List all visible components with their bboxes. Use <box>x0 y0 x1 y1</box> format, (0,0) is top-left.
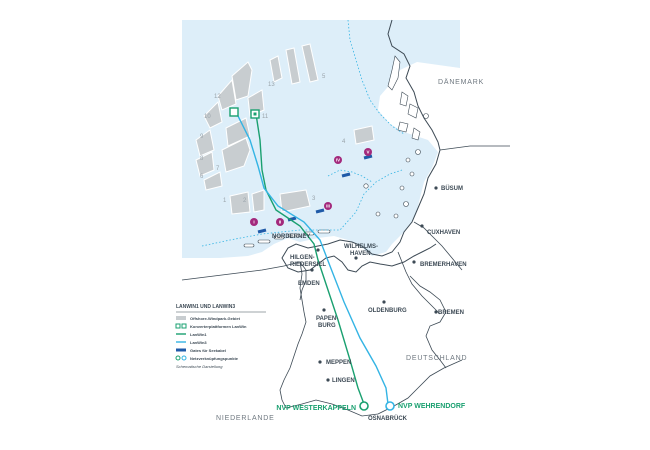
svg-text:III: III <box>326 204 330 209</box>
territorial-dotted <box>201 169 403 247</box>
marker-V <box>364 148 372 156</box>
north-frisian-islands <box>375 55 429 219</box>
cable-gates <box>257 154 373 234</box>
place-label: OLDENBURG <box>368 308 407 314</box>
legend: LANWIN1 UND LANWIN3 Offshore-Windpark-Ge… <box>175 304 266 369</box>
marker-III <box>324 202 332 210</box>
area-number: 5 <box>322 74 326 80</box>
place-label: NORDERNEY <box>272 234 310 240</box>
place-label: OSNABRÜCK <box>368 415 408 422</box>
country-label-netherlands: NIEDERLANDE <box>216 415 275 422</box>
denmark-border <box>439 145 510 151</box>
place-label: BREMEN <box>438 310 464 316</box>
area-number: 9 <box>200 134 204 140</box>
denmark-coast <box>387 19 441 151</box>
legend-label: LanWin1 <box>190 332 207 337</box>
marker-II <box>276 218 284 226</box>
place-label: WILHELMS- <box>344 244 378 250</box>
state-border <box>285 359 463 417</box>
offshore-areas <box>195 43 375 215</box>
converter-platform-lanwin3 <box>229 107 239 117</box>
place-labels: BÜSUM CUXHAVEN NORDERNEY HILGEN- RIEDERS… <box>272 185 467 422</box>
legend-label: Offshore-Windpark-Gebiet <box>190 316 241 321</box>
area-numbers: 1 2 3 4 5 6 7 8 9 10 11 12 13 <box>200 74 346 204</box>
lanwin3-cable <box>235 111 389 405</box>
legend-label: Konverterplattformen LanWin <box>190 324 247 329</box>
nvp-wehrendorf-label: NVP WEHRENDORF <box>398 403 466 410</box>
nvp-wehrendorf-ring <box>385 401 395 411</box>
area-number: 2 <box>243 198 247 204</box>
city-dots <box>310 186 438 382</box>
area-number: 8 <box>200 156 204 162</box>
place-label: HAVEN <box>350 251 371 257</box>
legend-label: Netzverknüpfungspunkte <box>190 356 239 361</box>
nvp-westerkappeln-label: NVP WESTERKAPPELN <box>276 405 356 412</box>
place-label: LINGEN <box>332 378 355 384</box>
country-label-germany: DEUTSCHLAND <box>406 355 467 362</box>
marker-I <box>250 218 258 226</box>
legend-note: Schematische Darstellung <box>176 364 223 369</box>
legend-label: LanWin3 <box>190 340 207 345</box>
area-number: 10 <box>204 114 211 120</box>
state-border-2 <box>409 275 447 369</box>
netherlands-coast <box>181 261 301 281</box>
area-number: 11 <box>262 114 269 120</box>
area-number: 7 <box>216 166 220 172</box>
legend-label: Gates für Seekabel <box>190 348 226 353</box>
sea-markers: I II III IV V <box>250 148 372 226</box>
lanwin1-cable <box>255 113 365 405</box>
area-number: 1 <box>223 198 227 204</box>
area-number: 6 <box>200 174 204 180</box>
ems-river <box>299 261 307 301</box>
converter-platforms <box>229 107 260 119</box>
place-label: HILGEN- <box>290 255 315 261</box>
svg-text:IV: IV <box>336 158 340 163</box>
svg-text:II: II <box>279 220 282 225</box>
svg-text:V: V <box>366 150 369 155</box>
legend-swatch-nvp <box>175 355 181 361</box>
german-coast <box>281 149 441 273</box>
place-label: BURG <box>318 323 336 329</box>
place-label: BREMERHAVEN <box>420 262 467 268</box>
legend-swatch-area <box>176 316 186 320</box>
place-label: PAPEN- <box>316 316 338 322</box>
legend-title: LANWIN1 UND LANWIN3 <box>176 304 235 310</box>
place-label: EMDEN <box>298 281 320 287</box>
area-number: 13 <box>268 82 275 88</box>
area-number: 4 <box>342 139 346 145</box>
weser-river <box>397 251 441 315</box>
svg-text:I: I <box>253 220 254 225</box>
helgoland-island <box>363 183 369 189</box>
area-number: 3 <box>312 196 316 202</box>
place-label: RIEDERSIEL <box>290 262 326 268</box>
marker-IV <box>334 156 342 164</box>
netherlands-border <box>279 261 307 409</box>
area-number: 12 <box>214 94 221 100</box>
place-label: MEPPEN <box>326 360 351 366</box>
place-label: BÜSUM <box>441 185 463 192</box>
nvp-westerkappeln-ring <box>359 401 369 411</box>
country-label-denmark: DÄNEMARK <box>438 78 484 86</box>
legend-swatch-converter <box>175 323 181 329</box>
place-label: CUXHAVEN <box>427 230 460 236</box>
territorial-dotted-2 <box>327 169 373 183</box>
